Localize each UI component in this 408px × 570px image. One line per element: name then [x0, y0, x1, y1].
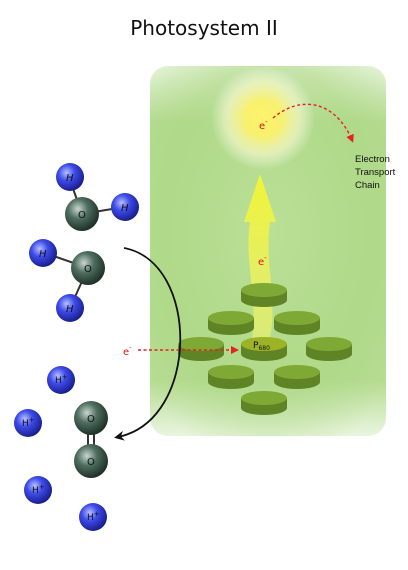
- p680-label: P680: [253, 341, 270, 352]
- oxygen-atom: [74, 401, 108, 435]
- water-molecule: H H O: [56, 163, 139, 231]
- svg-text:O: O: [87, 457, 95, 468]
- proton: H+: [14, 409, 42, 437]
- etc-arrow: [272, 103, 354, 143]
- beam-electron-label: e-: [258, 254, 267, 268]
- water-electron-label: e-: [123, 344, 132, 358]
- pigment-disc: [306, 337, 352, 361]
- svg-text:H+: H+: [55, 373, 68, 386]
- hydrogen-atom: [111, 193, 139, 221]
- hydrogen-atom: [29, 239, 57, 267]
- svg-text:O: O: [84, 264, 92, 275]
- svg-text:H+: H+: [32, 483, 45, 496]
- hydrogen-atom: [56, 163, 84, 191]
- water-splitting-arrow: [114, 247, 182, 441]
- pigment-disc: [274, 311, 320, 335]
- proton: H+: [24, 476, 52, 504]
- etc-label: Electron Transport Chain: [355, 154, 398, 191]
- oxygen-molecule: O O: [74, 401, 108, 478]
- oxygen-atom: [65, 197, 99, 231]
- svg-text:H: H: [39, 249, 47, 260]
- p680-reaction-center: P680: [241, 337, 287, 361]
- pigment-disc: [241, 283, 287, 307]
- svg-text:O: O: [78, 210, 86, 221]
- hydrogen-atom: [56, 294, 84, 322]
- oxygen-atom: [74, 444, 108, 478]
- water-molecule: H H O: [29, 239, 105, 322]
- pigment-disc: [274, 365, 320, 389]
- svg-text:H: H: [66, 304, 74, 315]
- excited-electron-glow: [211, 66, 315, 170]
- pigment-disc: [241, 391, 287, 415]
- oxygen-atom: [71, 251, 105, 285]
- proton: H+: [79, 503, 107, 531]
- excited-electron-label: e-: [259, 118, 268, 132]
- pigment-disc: [208, 311, 254, 335]
- pigment-disc: [178, 337, 224, 361]
- svg-text:H: H: [66, 173, 74, 184]
- antenna-complex: P680: [178, 283, 352, 415]
- svg-text:H+: H+: [87, 510, 100, 523]
- svg-text:H: H: [121, 203, 129, 214]
- svg-text:O: O: [87, 414, 95, 425]
- pigment-disc: [208, 365, 254, 389]
- proton: H+: [47, 366, 75, 394]
- diagram-title: Photosystem II: [130, 16, 278, 40]
- svg-text:H+: H+: [22, 416, 35, 429]
